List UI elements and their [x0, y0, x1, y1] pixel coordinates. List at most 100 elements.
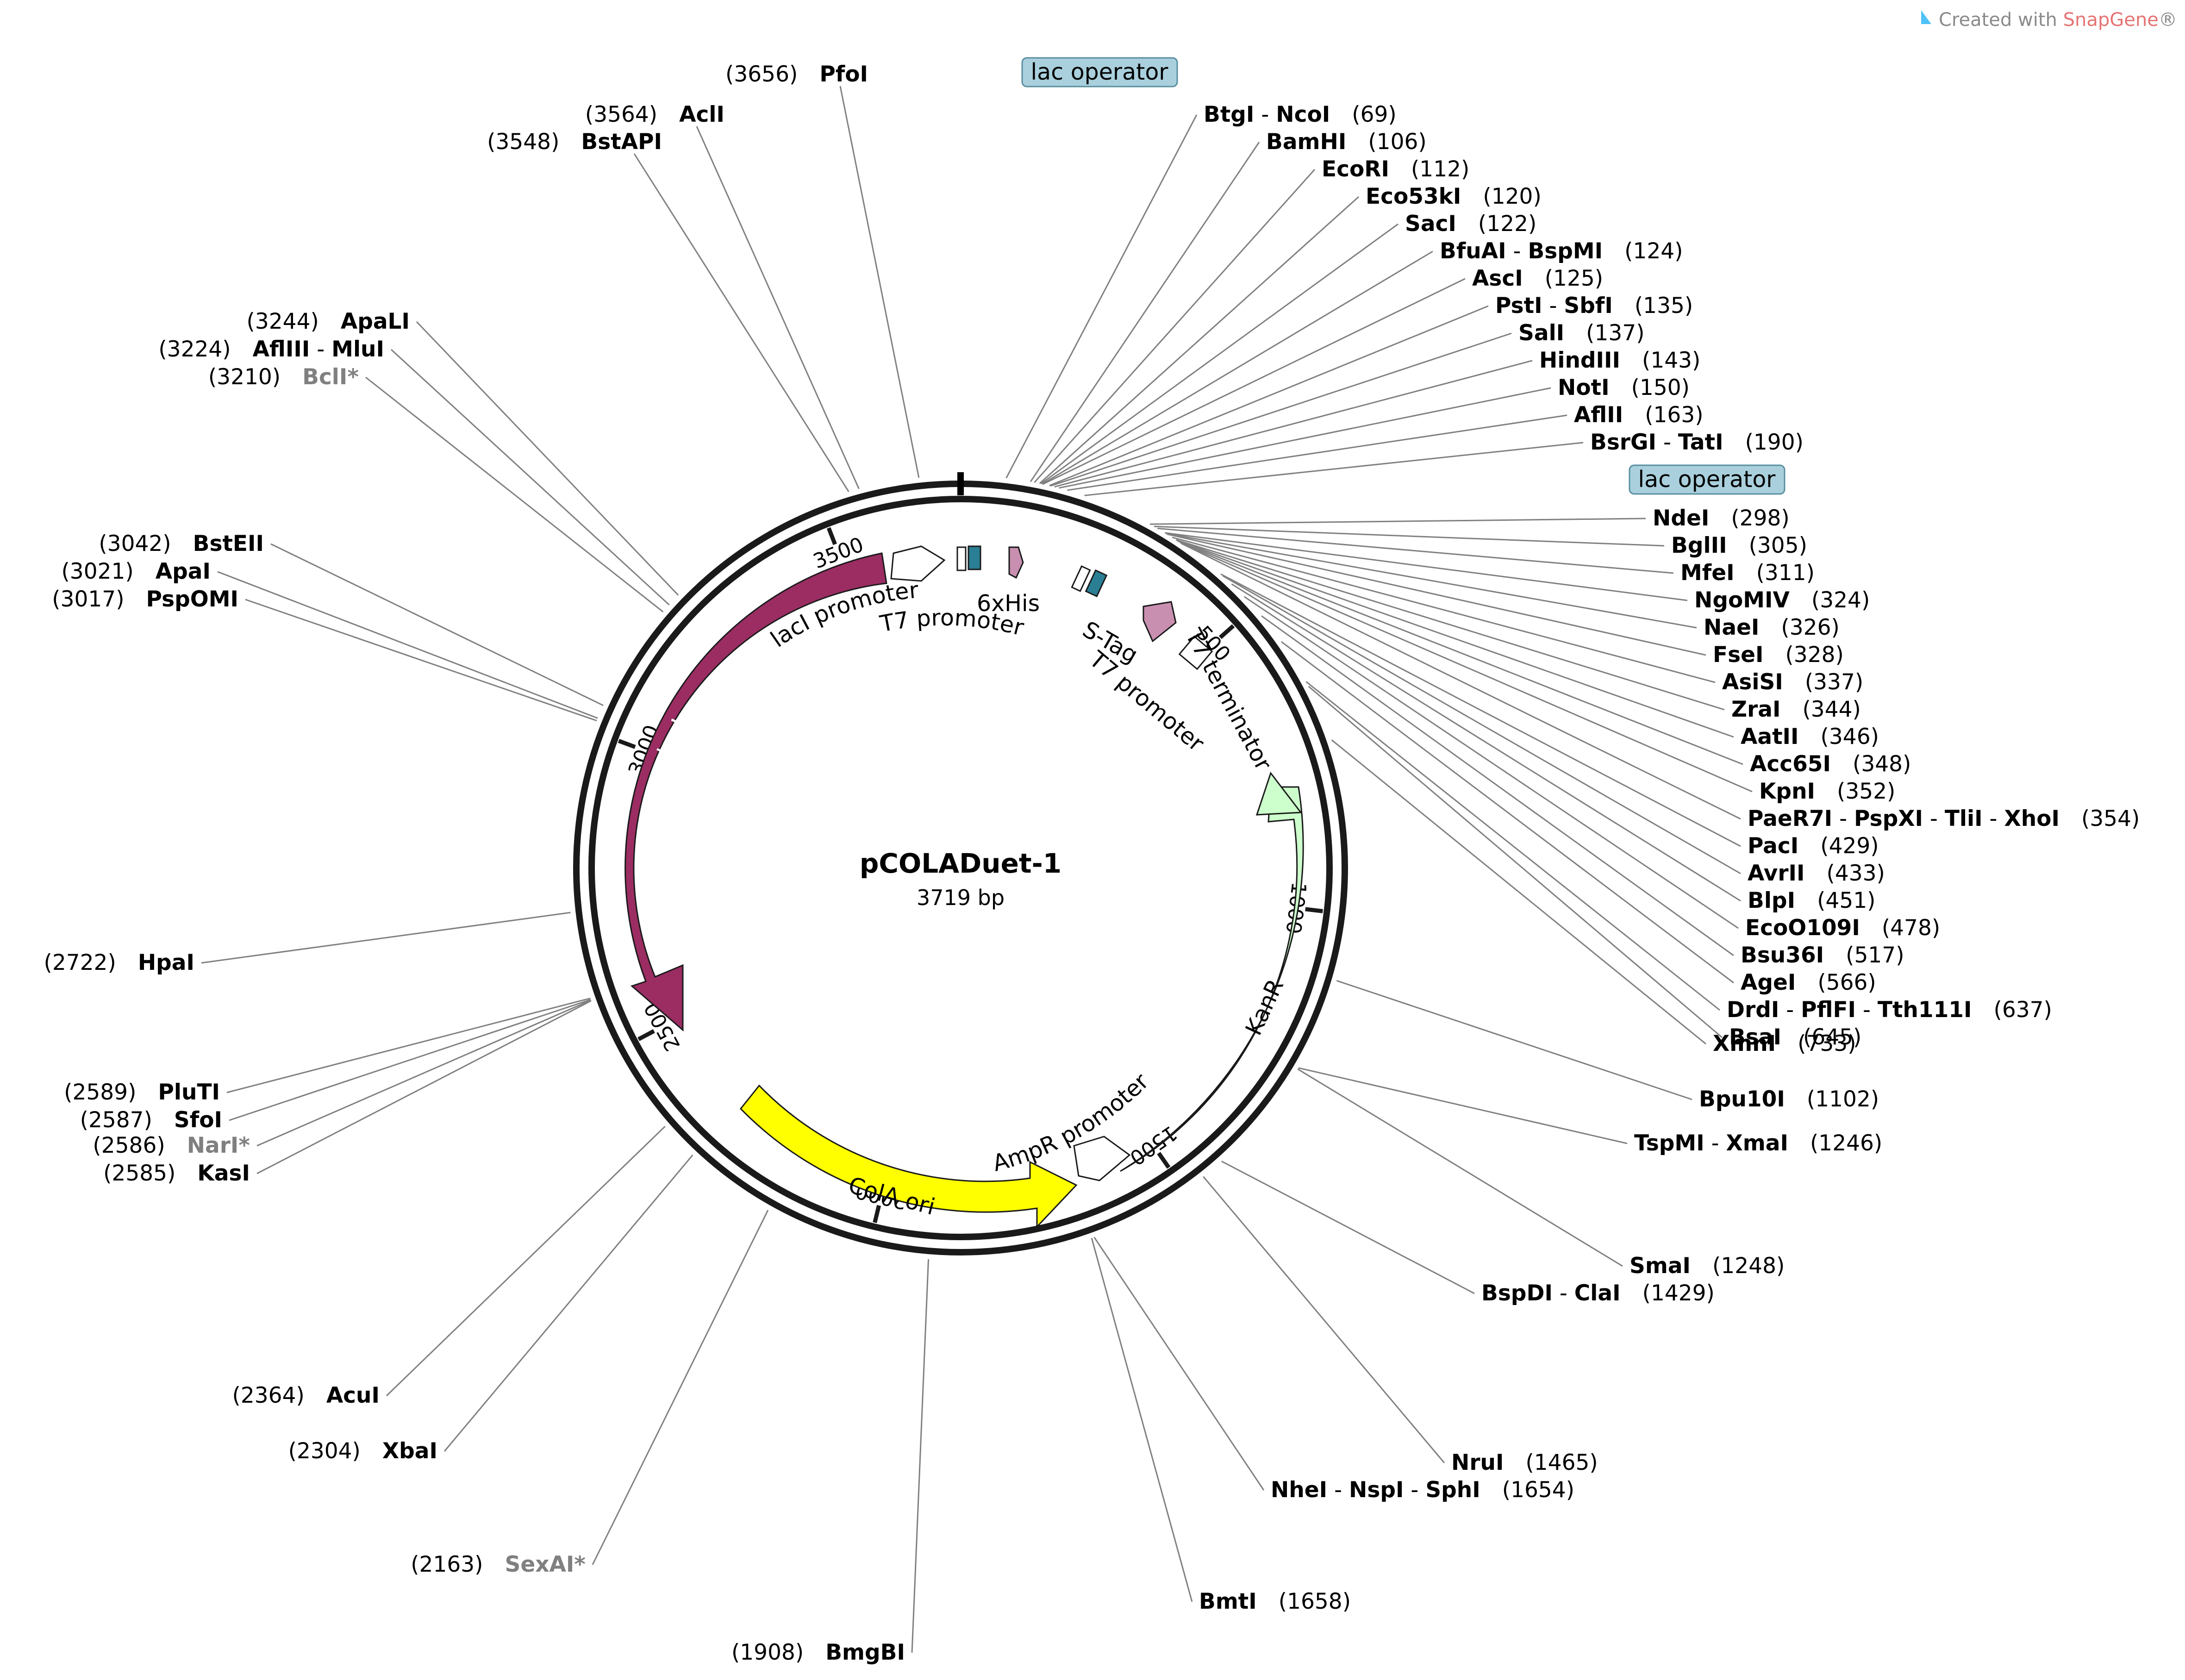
site-connector [1181, 543, 1741, 820]
lac-operator1-callout[interactable]: lac operator [1021, 57, 1178, 87]
enzyme-name: SalI [1518, 320, 1564, 346]
enzyme-site-label[interactable]: SmaI (1248) [1629, 1253, 1785, 1279]
site-connector [1157, 527, 1674, 574]
S-Tag-marker[interactable] [1085, 569, 1108, 598]
T7-terminator-marker[interactable] [1142, 601, 1177, 643]
enzyme-name: NruI [1451, 1450, 1504, 1475]
enzyme-site-label[interactable]: AvrII (433) [1748, 861, 1885, 886]
AmpR-promoter-marker[interactable] [1073, 1136, 1131, 1181]
enzyme-site-label[interactable]: BamHI (106) [1266, 129, 1427, 155]
enzyme-site-label[interactable]: Eco53kI (120) [1366, 184, 1542, 209]
T7-promoter1-marker[interactable] [956, 546, 967, 571]
enzyme-name: DrdI [1727, 997, 1779, 1023]
AmpR-promoter-label: AmpR promoter [990, 1068, 1154, 1177]
enzyme-site-label[interactable]: NdeI (298) [1653, 506, 1790, 531]
plasmid-name: pCOLADuet-1 [860, 848, 1061, 879]
enzyme-site-label[interactable]: (3548) BstAPI [487, 129, 662, 155]
enzyme-site-label[interactable]: NheI - NspI - SphI (1654) [1271, 1477, 1574, 1503]
enzyme-site-label[interactable]: (2722) HpaI [44, 950, 194, 975]
enzyme-site-label[interactable]: ZraI (344) [1731, 697, 1861, 722]
enzyme-site-label[interactable]: (3656) PfoI [725, 62, 868, 87]
T7-promoter2-marker[interactable] [1071, 565, 1091, 592]
plasmid-size: 3719 bp [917, 885, 1005, 910]
separator: - [310, 337, 331, 362]
enzyme-site-label[interactable]: AflII (163) [1574, 402, 1704, 428]
lac-operator2-marker[interactable] [1178, 635, 1213, 670]
enzyme-site-label[interactable]: MfeI (311) [1680, 560, 1815, 586]
enzyme-site-label[interactable]: (3042) BstEII [99, 531, 264, 556]
enzyme-site-label[interactable]: BfuAI - BspMI (124) [1440, 238, 1683, 264]
enzyme-site-label[interactable]: (3564) AclI [585, 102, 724, 127]
enzyme-site-label[interactable]: PstI - SbfI (135) [1495, 293, 1693, 319]
enzyme-site-label[interactable]: BspDI - ClaI (1429) [1481, 1280, 1715, 1306]
enzyme-site-label[interactable]: BglII (305) [1671, 533, 1807, 558]
lacI-arrow[interactable] [624, 552, 887, 1032]
enzyme-site-label[interactable]: NotI (150) [1558, 375, 1690, 400]
lac-operator2-callout[interactable]: lac operator [1629, 464, 1785, 495]
enzyme-site-label[interactable]: PacI (429) [1748, 833, 1879, 859]
site-connector [1093, 1237, 1265, 1491]
enzyme-site-label[interactable]: EcoO109I (478) [1745, 915, 1940, 941]
lac-operator1-marker[interactable] [1008, 546, 1024, 579]
tick-mark [826, 527, 837, 545]
site-position: (3017) [52, 587, 124, 612]
site-connector [226, 998, 591, 1093]
enzyme-site-label[interactable]: (3210) BclI* [208, 364, 359, 390]
enzyme-site-label[interactable]: (3224) AflIII - MluI [158, 337, 384, 362]
enzyme-site-label[interactable]: BtgI - NcoI (69) [1204, 102, 1397, 127]
enzyme-site-label[interactable]: (2304) XbaI [288, 1438, 437, 1464]
enzyme-site-label[interactable]: Acc65I (348) [1750, 751, 1911, 777]
enzyme-site-label[interactable]: XmnI (733) [1713, 1031, 1856, 1056]
enzyme-site-label[interactable]: (3021) ApaI [61, 559, 211, 584]
enzyme-site-label[interactable]: BsrGI - TatI (190) [1590, 430, 1804, 455]
site-position: (2722) [44, 950, 116, 975]
enzyme-site-label[interactable]: (2587) SfoI [80, 1107, 222, 1133]
enzyme-name: SmaI [1629, 1253, 1691, 1279]
enzyme-site-label[interactable]: AscI (125) [1472, 266, 1603, 291]
site-position: (326) [1781, 615, 1839, 640]
site-connector [1172, 537, 1716, 683]
enzyme-site-label[interactable]: HindIII (143) [1539, 348, 1700, 373]
enzyme-site-label[interactable]: NruI (1465) [1451, 1450, 1598, 1475]
enzyme-site-label[interactable]: TspMI - XmaI (1246) [1634, 1130, 1882, 1156]
enzyme-site-label[interactable]: SalI (137) [1518, 320, 1645, 346]
lacI-promoter-marker[interactable] [890, 545, 946, 582]
enzyme-site-label[interactable]: (2589) PluTI [64, 1080, 220, 1105]
colA-ori-arrow[interactable] [740, 1084, 1078, 1229]
enzyme-site-label[interactable]: (1908) BmgBI [731, 1640, 905, 1665]
feature-KanR[interactable]: KanR [1120, 771, 1304, 1172]
kanR-arrow[interactable] [1120, 786, 1304, 1172]
enzyme-site-label[interactable]: NaeI (326) [1704, 615, 1840, 640]
enzyme-site-label[interactable]: (2364) AcuI [232, 1383, 380, 1408]
site-position: (305) [1749, 533, 1807, 558]
enzyme-site-label[interactable]: BlpI (451) [1748, 888, 1875, 913]
spacer [1257, 1589, 1279, 1614]
separator: - [1327, 1477, 1349, 1503]
enzyme-site-label[interactable]: AgeI (566) [1741, 970, 1876, 995]
enzyme-site-label[interactable]: (2163) SexAI* [411, 1552, 586, 1577]
enzyme-site-label[interactable]: Bsu36I (517) [1741, 943, 1904, 968]
enzyme-site-label[interactable]: EcoRI (112) [1322, 156, 1469, 182]
lac-operator1-callout-label: lac operator [1031, 59, 1169, 85]
enzyme-site-label[interactable]: NgoMIV (324) [1694, 587, 1870, 613]
site-connector [1177, 540, 1734, 738]
enzyme-site-label[interactable]: BmtI (1658) [1199, 1589, 1351, 1614]
enzyme-site-label[interactable]: (2585) KasI [103, 1161, 250, 1186]
enzyme-site-label[interactable]: KpnI (352) [1759, 779, 1895, 804]
enzyme-site-label[interactable]: BsaI (645) [1729, 1024, 1861, 1050]
enzyme-site-label[interactable]: DrdI - PflFI - Tth111I (637) [1727, 997, 2052, 1023]
enzyme-site-label[interactable]: FseI (328) [1713, 642, 1844, 668]
kanR-arrow-head[interactable] [1255, 771, 1302, 816]
site-position: (1102) [1807, 1087, 1879, 1112]
lac-operator2-callout-label: lac operator [1638, 466, 1776, 493]
enzyme-site-label[interactable]: AsiSI (337) [1722, 669, 1863, 695]
enzyme-site-label[interactable]: (3244) ApaLI [247, 309, 410, 334]
enzyme-site-label[interactable]: Bpu10I (1102) [1699, 1087, 1879, 1112]
6xHis-marker[interactable] [968, 545, 981, 570]
enzyme-site-label[interactable]: (2586) NarI* [93, 1133, 250, 1158]
enzyme-site-label[interactable]: SacI (122) [1405, 211, 1536, 237]
enzyme-site-label[interactable]: (3017) PspOMI [52, 587, 238, 612]
enzyme-site-label[interactable]: AatII (346) [1741, 724, 1879, 749]
enzyme-site-label[interactable]: PaeR7I - PspXI - TliI - XhoI (354) [1748, 806, 2140, 831]
site-position: (112) [1411, 156, 1469, 182]
